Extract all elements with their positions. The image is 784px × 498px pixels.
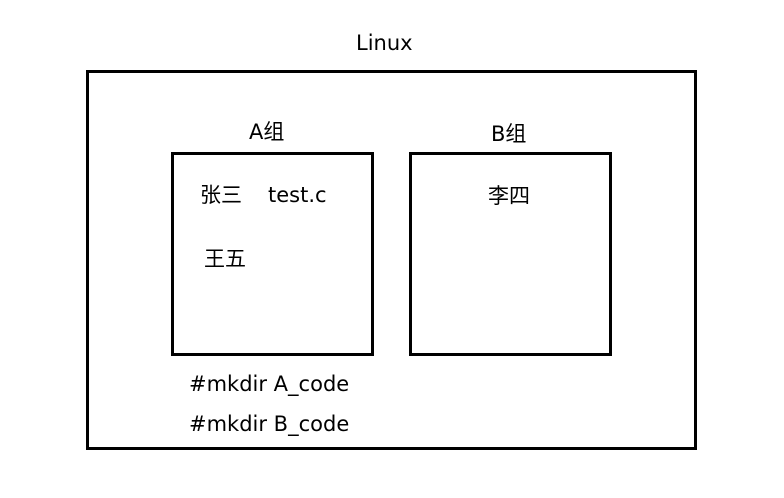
linux-system-box bbox=[86, 70, 697, 450]
command-mkdir-b-code: #mkdir B_code bbox=[189, 412, 350, 436]
group-b-label: B组 bbox=[491, 122, 527, 146]
group-a-box bbox=[171, 152, 374, 356]
group-b-box bbox=[409, 152, 612, 356]
linux-title: Linux bbox=[356, 31, 413, 55]
group-a-label: A组 bbox=[249, 120, 285, 144]
file-test-c: test.c bbox=[268, 183, 327, 207]
member-zhangsan: 张三 bbox=[200, 183, 242, 207]
command-mkdir-a-code: #mkdir A_code bbox=[189, 372, 350, 396]
member-lisi: 李四 bbox=[488, 184, 530, 208]
member-wangwu: 王五 bbox=[204, 247, 246, 271]
